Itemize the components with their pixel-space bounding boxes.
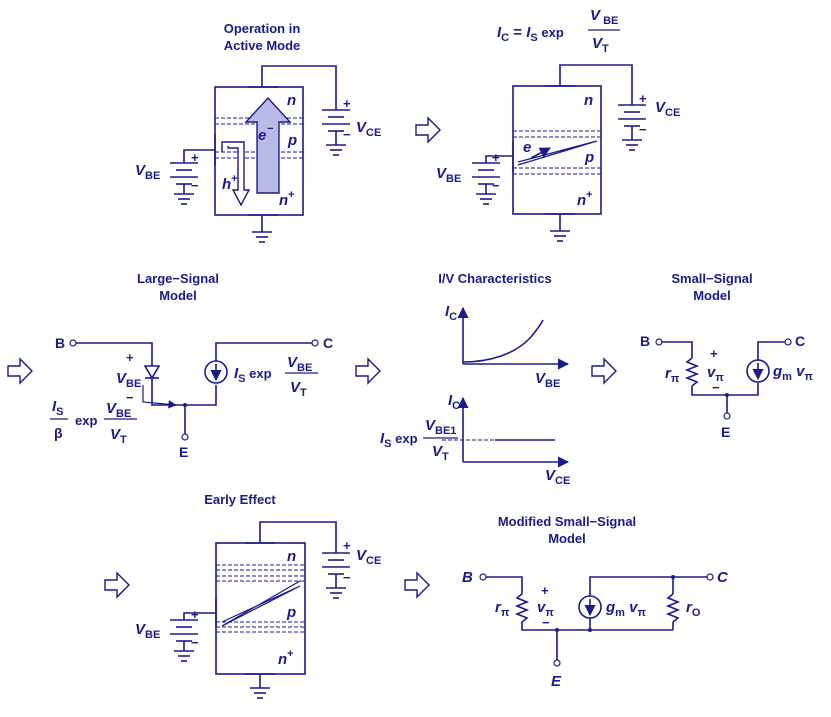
svg-text:−: − <box>267 123 273 135</box>
flow-arrow-5 <box>104 571 130 599</box>
active-mode-panel-2: + − VCE + − VBE n p n+ e <box>436 64 680 242</box>
svg-text:p: p <box>287 132 297 149</box>
svg-text:B: B <box>462 569 473 586</box>
svg-text:β: β <box>54 425 63 441</box>
flow-arrow-3 <box>355 357 381 385</box>
svg-text:+: + <box>492 150 500 165</box>
svg-text:VT: VT <box>290 379 307 399</box>
svg-text:IS: IS <box>52 398 64 418</box>
svg-text:+: + <box>126 350 134 365</box>
svg-text:IS exp: IS exp <box>380 430 418 450</box>
hole-flow-arrow <box>221 141 251 207</box>
svg-text:−: − <box>343 127 351 142</box>
electron-flow-arrow <box>244 96 292 194</box>
svg-text:+: + <box>343 96 351 111</box>
svg-text:IC = IS exp: IC = IS exp <box>497 24 564 44</box>
svg-text:VBE: VBE <box>135 621 160 641</box>
svg-text:−: − <box>712 380 720 395</box>
svg-text:VCE: VCE <box>356 119 381 139</box>
title-large-signal-2: Model <box>159 288 197 303</box>
collector-current-equation: IC = IS exp V BE VT <box>497 7 620 55</box>
flow-arrow-6 <box>404 571 430 599</box>
svg-text:p: p <box>286 604 296 621</box>
svg-text:VCE: VCE <box>356 547 381 567</box>
svg-text:rO: rO <box>686 599 701 619</box>
svg-text:VBE1: VBE1 <box>425 417 456 437</box>
svg-text:−: − <box>126 390 134 405</box>
svg-text:gm vπ: gm vπ <box>772 363 813 383</box>
svg-text:VT: VT <box>592 35 609 55</box>
svg-text:+: + <box>541 583 549 598</box>
iv-characteristics: IC VBE IC IS exp VBE1 VT VCE <box>380 303 570 487</box>
iv-exp-curve <box>462 319 544 363</box>
title-small-signal-2: Model <box>693 288 731 303</box>
svg-text:VBE: VBE <box>436 165 461 185</box>
svg-text:VBE: VBE <box>135 162 160 182</box>
title-active-mode: Operation in Active Mode <box>224 21 301 53</box>
svg-text:−: − <box>191 635 199 650</box>
svg-text:rπ: rπ <box>495 599 510 619</box>
title-small-signal-1: Small−Signal <box>671 271 752 286</box>
active-mode-panel: + − VCE + − VBE n p n+ e − h+ <box>135 65 381 243</box>
svg-text:VBE: VBE <box>116 370 141 390</box>
svg-text:VT: VT <box>432 443 449 463</box>
svg-text:E: E <box>551 673 562 690</box>
svg-text:n: n <box>287 548 296 565</box>
svg-text:+: + <box>710 346 718 361</box>
svg-text:IS exp: IS exp <box>234 365 272 385</box>
svg-text:IC: IC <box>448 392 460 412</box>
svg-text:−: − <box>542 615 550 630</box>
svg-text:+: + <box>343 538 351 553</box>
modified-small-signal-model: B C E rπ + vπ − gm vπ rO <box>462 569 729 690</box>
svg-text:E: E <box>721 424 730 440</box>
title-active-mode-line2: Active Mode <box>224 38 301 53</box>
svg-text:−: − <box>639 122 647 137</box>
svg-text:+: + <box>191 607 199 622</box>
flow-arrow-4 <box>591 357 617 385</box>
title-large-signal-1: Large−Signal <box>137 271 219 286</box>
svg-text:gm vπ: gm vπ <box>605 599 646 619</box>
early-effect-panel: + − VCE + − VBE n p n+ <box>135 521 381 699</box>
title-modified-2: Model <box>548 531 586 546</box>
svg-text:C: C <box>323 335 333 351</box>
svg-text:B: B <box>55 335 65 351</box>
svg-text:rπ: rπ <box>665 365 680 385</box>
svg-text:−: − <box>492 178 500 193</box>
svg-text:VCE: VCE <box>545 467 570 487</box>
svg-text:V BE: V BE <box>590 7 618 27</box>
svg-text:e: e <box>523 139 531 156</box>
svg-text:n: n <box>287 92 296 109</box>
svg-text:+: + <box>639 91 647 106</box>
svg-text:−: − <box>343 570 351 585</box>
title-active-mode-line1: Operation in <box>224 21 301 36</box>
svg-text:VCE: VCE <box>655 99 680 119</box>
flow-arrows <box>7 116 617 599</box>
flow-arrow-2 <box>7 357 33 385</box>
svg-text:p: p <box>584 149 594 166</box>
svg-text:E: E <box>179 444 188 460</box>
large-signal-model: B C E + VBE − IS exp VBE VT IS β exp VBE… <box>50 335 333 460</box>
svg-text:C: C <box>717 569 729 586</box>
title-iv: I/V Characteristics <box>438 271 551 286</box>
svg-text:VBE: VBE <box>535 370 560 390</box>
svg-text:−: − <box>191 178 199 193</box>
svg-text:C: C <box>795 333 805 349</box>
small-signal-model: B C E rπ + vπ − gm vπ <box>640 333 813 440</box>
svg-text:VBE: VBE <box>287 354 312 374</box>
svg-text:n: n <box>584 92 593 109</box>
svg-text:IC: IC <box>445 303 457 323</box>
svg-text:B: B <box>640 333 650 349</box>
svg-text:VT: VT <box>110 426 127 446</box>
flow-arrow-1 <box>415 116 441 144</box>
title-modified-1: Modified Small−Signal <box>498 514 636 529</box>
svg-text:e: e <box>258 127 266 144</box>
title-early: Early Effect <box>204 492 276 507</box>
svg-text:exp: exp <box>75 413 97 428</box>
svg-text:+: + <box>191 150 199 165</box>
